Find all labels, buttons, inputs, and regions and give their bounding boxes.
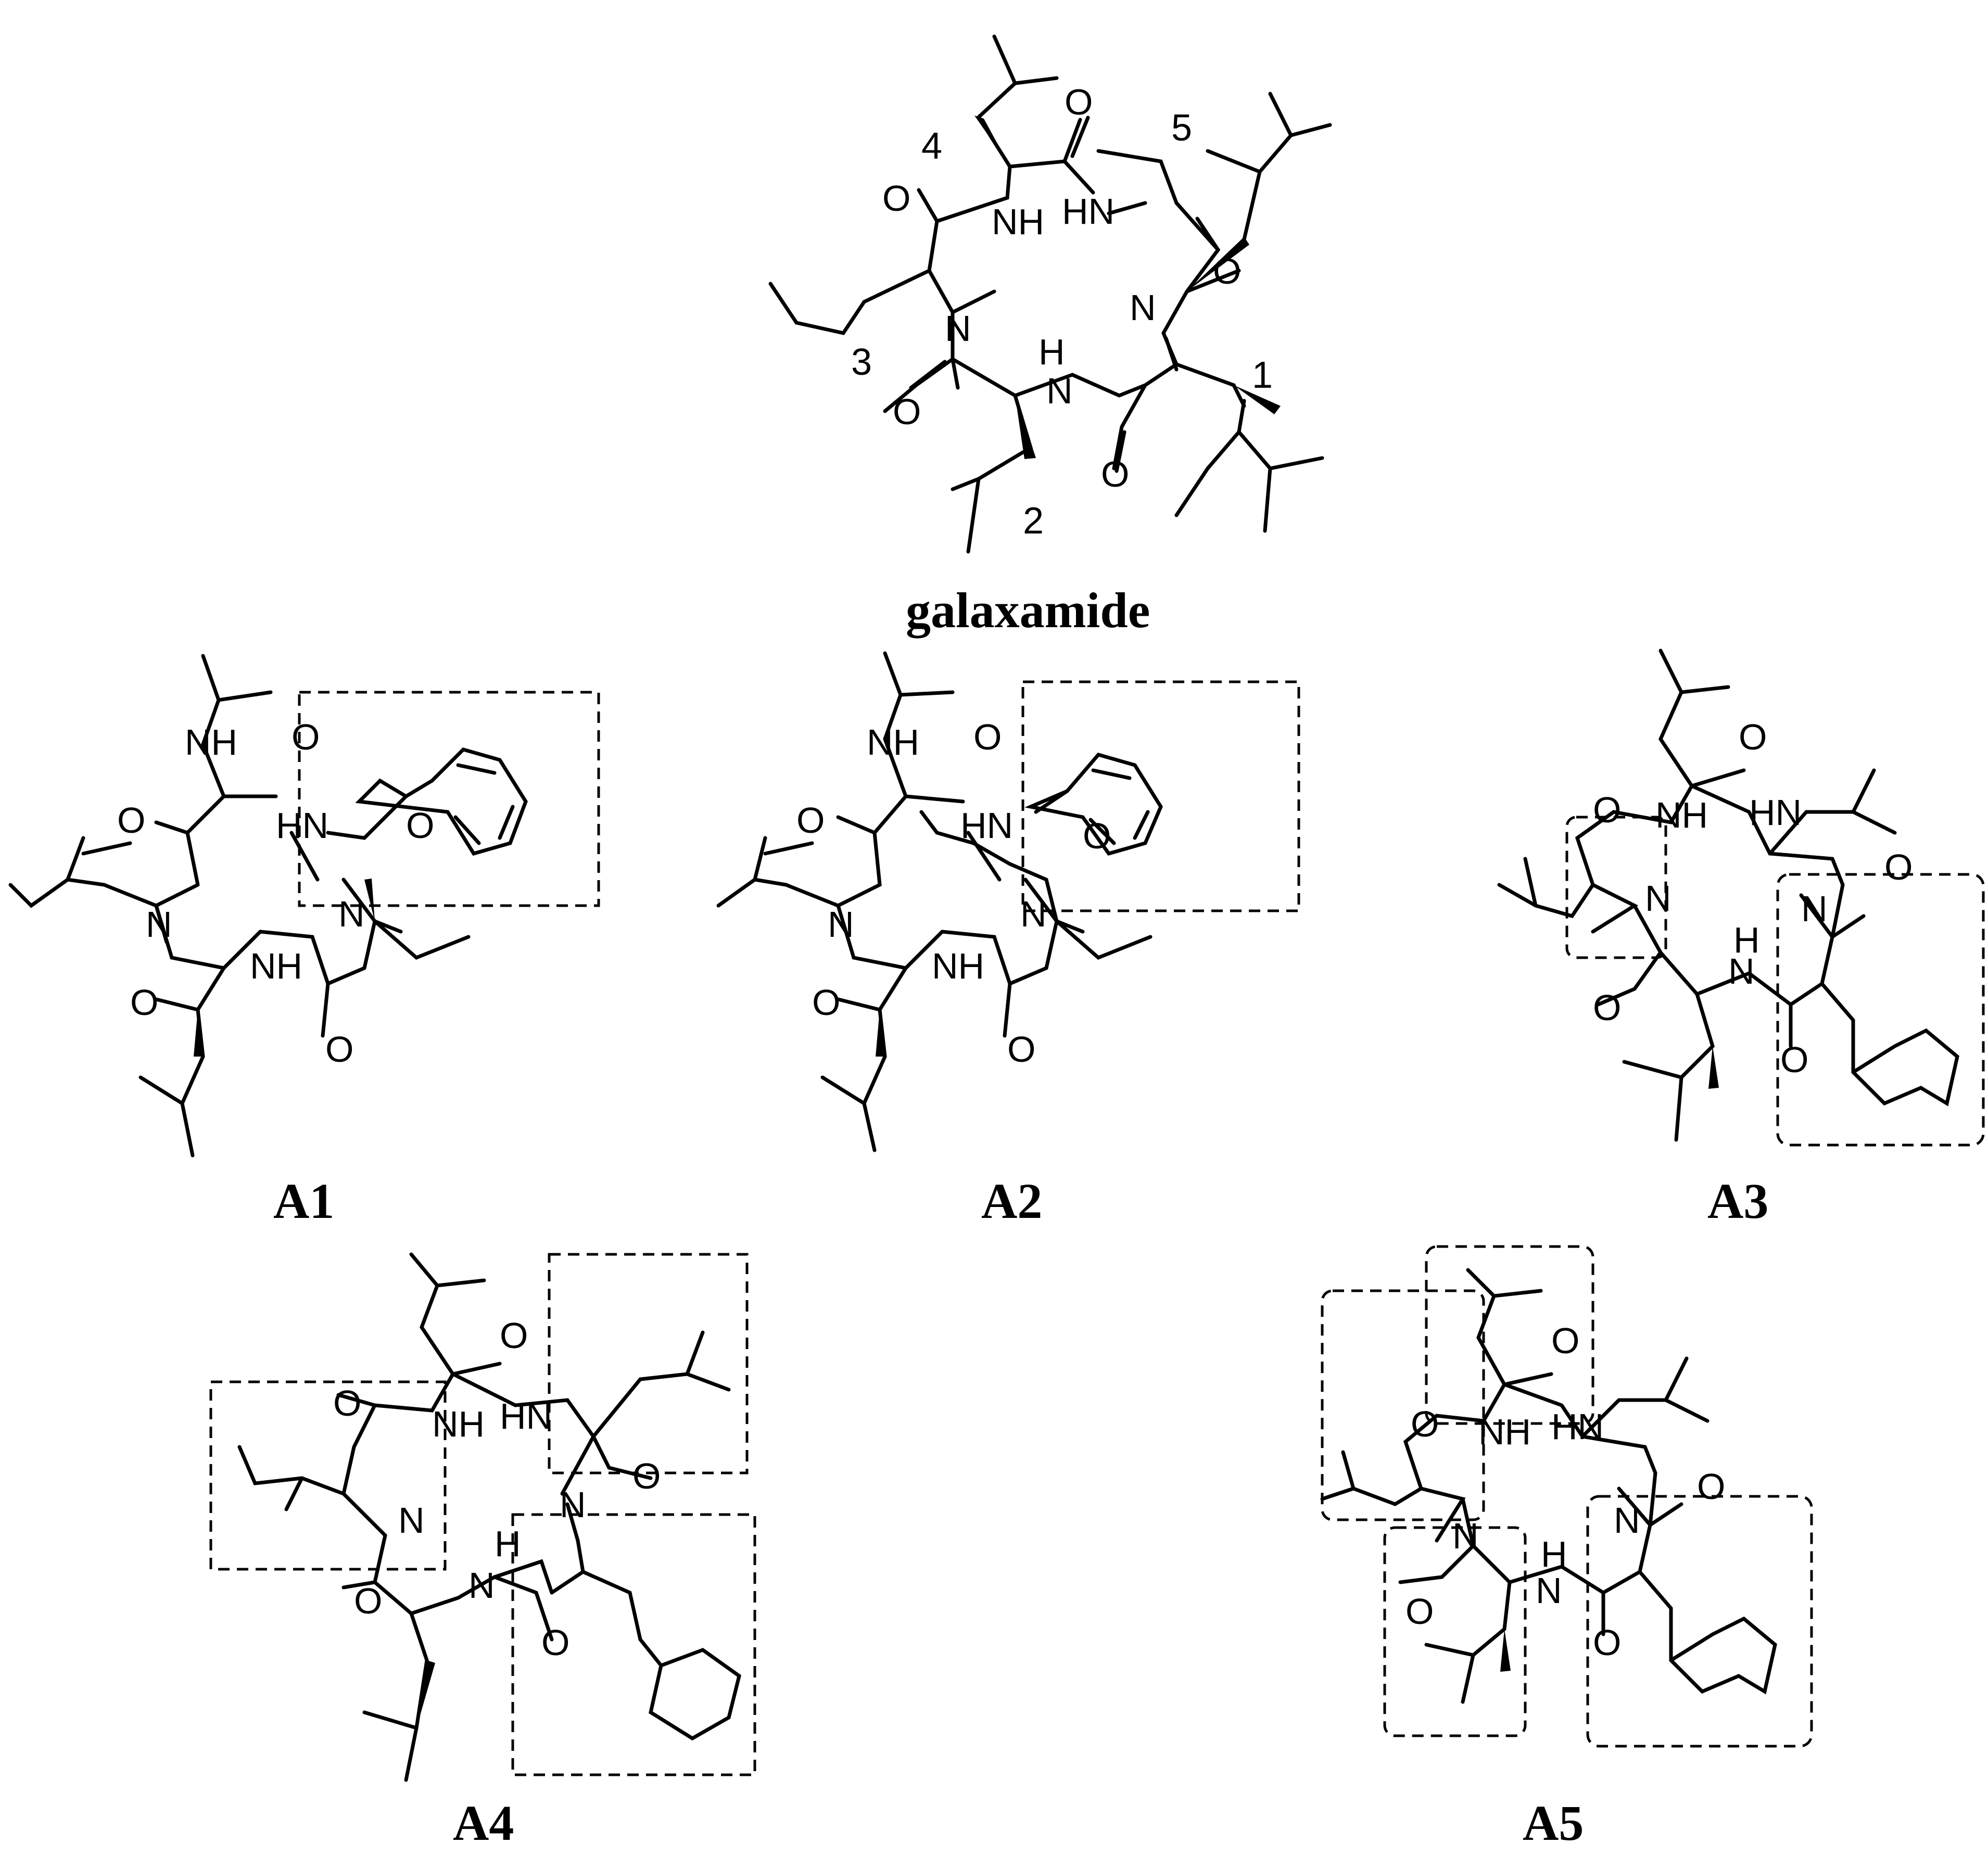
nitrogen-label: N [828, 904, 854, 945]
nitrogen-label: N [398, 1500, 425, 1541]
oxygen-label: O [117, 800, 145, 841]
nitrogen-label: N [1452, 1516, 1479, 1556]
hn-label: HN [1551, 1406, 1604, 1447]
nitrogen-label: N [1801, 888, 1828, 929]
nh-label: NH [932, 946, 984, 986]
oxygen-label: O [1213, 251, 1241, 291]
oxygen-label: O [1884, 847, 1913, 887]
oxygen-label: O [406, 805, 434, 846]
nitrogen-label: N [338, 894, 365, 934]
caption-a5: A5 [1523, 1795, 1584, 1851]
oxygen-label: O [130, 982, 158, 1023]
nitrogen-label: N [146, 904, 172, 945]
analog-a1-structure: O NH HN O N N O NH O O A1 [8, 654, 600, 1229]
h-label: H [1039, 332, 1065, 372]
nitrogen-label: N [1645, 878, 1672, 919]
oxygen-label: O [354, 1581, 382, 1621]
nh-label: N [1728, 951, 1755, 991]
h-label: H [495, 1523, 521, 1564]
oxygen-label: O [292, 717, 320, 757]
oxygen-label: O [812, 982, 840, 1023]
residue-number-2: 2 [1023, 500, 1044, 542]
oxygen-label: O [1739, 717, 1767, 757]
nh-label: N [468, 1565, 495, 1606]
h-label: H [1733, 920, 1760, 960]
residue-number-3: 3 [851, 341, 872, 383]
nh-label: NH [185, 722, 237, 762]
oxygen-label: O [1405, 1591, 1434, 1632]
nh-label: NH [432, 1404, 485, 1444]
nh-label: NH [992, 201, 1044, 242]
oxygen-label: O [893, 391, 921, 432]
nitrogen-label: N [560, 1484, 586, 1525]
caption-a3: A3 [1707, 1173, 1768, 1229]
oxygen-label: O [632, 1456, 661, 1496]
galaxamide-structure: O NH O HN O N N H N O O 1 2 3 4 5 galaxa… [768, 34, 1332, 638]
oxygen-label: O [1083, 816, 1111, 856]
h-label: H [1541, 1534, 1567, 1574]
analog-a3-structure: O O NH HN N O N H N O O A3 [1497, 649, 1985, 1229]
nh-label: N [1046, 371, 1073, 411]
oxygen-label: O [796, 800, 825, 841]
oxygen-label: O [325, 1029, 353, 1070]
residue-number-4: 4 [921, 125, 942, 167]
oxygen-label: O [1780, 1039, 1808, 1080]
oxygen-label: O [1065, 82, 1093, 122]
hn-label: HN [1749, 792, 1802, 833]
nh-label: NH [250, 946, 302, 986]
nitrogen-label: N [1130, 287, 1156, 328]
residue-number-1: 1 [1252, 354, 1273, 396]
analog-a4-structure: O O NH HN O N N H N O O A4 [209, 1252, 756, 1851]
hn-label: HN [276, 805, 328, 846]
nitrogen-label: N [1020, 894, 1047, 934]
analog-a5-structure: O O NH HN O N N H N O O A5 [1320, 1245, 1813, 1851]
oxygen-label: O [973, 717, 1002, 757]
oxygen-label: O [333, 1383, 361, 1423]
hn-label: HN [960, 805, 1013, 846]
oxygen-label: O [1411, 1404, 1439, 1444]
oxygen-label: O [500, 1315, 528, 1356]
nh-label: NH [1655, 795, 1708, 835]
oxygen-label: O [1551, 1320, 1579, 1361]
nh-label: NH [1478, 1412, 1531, 1452]
oxygen-label: O [1593, 790, 1621, 830]
analog-a2-structure: O NH HN O N N O NH O O A2 [716, 651, 1300, 1229]
caption-galaxamide: galaxamide [906, 582, 1150, 638]
hn-label: HN [500, 1396, 552, 1437]
oxygen-label: O [1593, 987, 1621, 1028]
caption-a2: A2 [981, 1173, 1042, 1229]
residue-number-5: 5 [1171, 107, 1192, 149]
oxygen-label: O [541, 1622, 569, 1663]
nitrogen-label: N [1614, 1500, 1640, 1541]
caption-a1: A1 [273, 1173, 334, 1229]
hn-label: HN [1062, 191, 1115, 232]
oxygen-label: O [1697, 1466, 1725, 1507]
caption-a4: A4 [453, 1795, 514, 1851]
nh-label: N [1536, 1570, 1562, 1611]
oxygen-label: O [882, 178, 910, 219]
nh-label: NH [867, 722, 919, 762]
oxygen-label: O [1101, 454, 1129, 494]
oxygen-label: O [1007, 1029, 1035, 1070]
oxygen-label: O [1593, 1622, 1621, 1663]
nitrogen-label: N [945, 308, 971, 349]
